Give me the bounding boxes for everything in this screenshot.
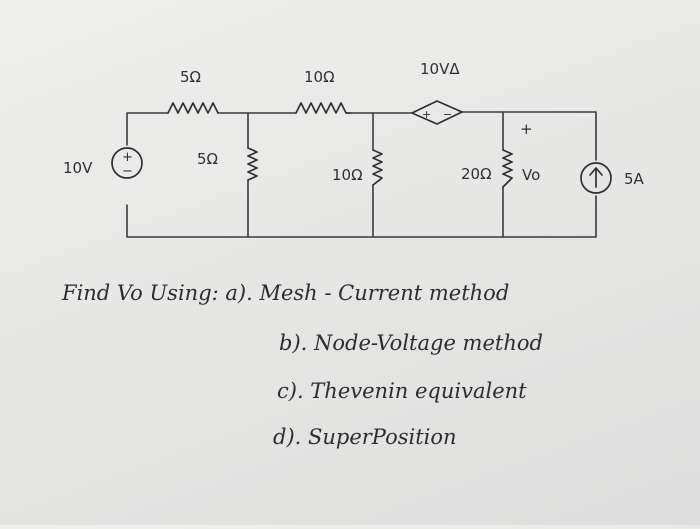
series-resistor-2-label: 10Ω <box>304 68 335 86</box>
current-source-symbol <box>580 162 612 194</box>
source-plus-sign: + <box>122 150 133 165</box>
shunt-resistor-3-symbol <box>502 149 513 188</box>
problem-line-2: b). Node-Voltage method <box>279 331 543 355</box>
dependent-plus-sign: + <box>422 108 431 121</box>
problem-line-1: Find Vo Using: a). Mesh - Current method <box>62 281 510 305</box>
source-minus-sign: − <box>122 164 133 179</box>
current-source-label: 5A <box>624 170 645 188</box>
shunt-resistor-3-label: 20Ω <box>461 165 492 183</box>
dependent-source-symbol: + − <box>411 100 463 125</box>
bottom-wire <box>126 195 597 238</box>
source-voltage-label: 10V <box>63 159 93 177</box>
series-resistor-1-symbol <box>167 102 219 114</box>
dependent-minus-sign: − <box>443 108 452 121</box>
shunt-resistor-2-label: 10Ω <box>332 166 363 184</box>
series-resistor-2-symbol <box>295 102 351 114</box>
top-wire <box>126 111 597 161</box>
series-resistor-1-label: 5Ω <box>180 68 201 86</box>
shunt-resistor-1-symbol <box>247 147 258 181</box>
shunt-resistor-1-label: 5Ω <box>197 150 218 168</box>
shunt-resistor-2-symbol <box>372 149 383 186</box>
problem-line-3: c). Thevenin equivalent <box>277 379 527 403</box>
vo-plus-sign: + <box>520 120 533 138</box>
vo-label: Vo <box>522 166 540 184</box>
voltage-source-symbol: + − <box>111 147 143 179</box>
dependent-source-label: 10VΔ <box>420 60 460 78</box>
problem-line-4: d). SuperPosition <box>273 425 457 449</box>
